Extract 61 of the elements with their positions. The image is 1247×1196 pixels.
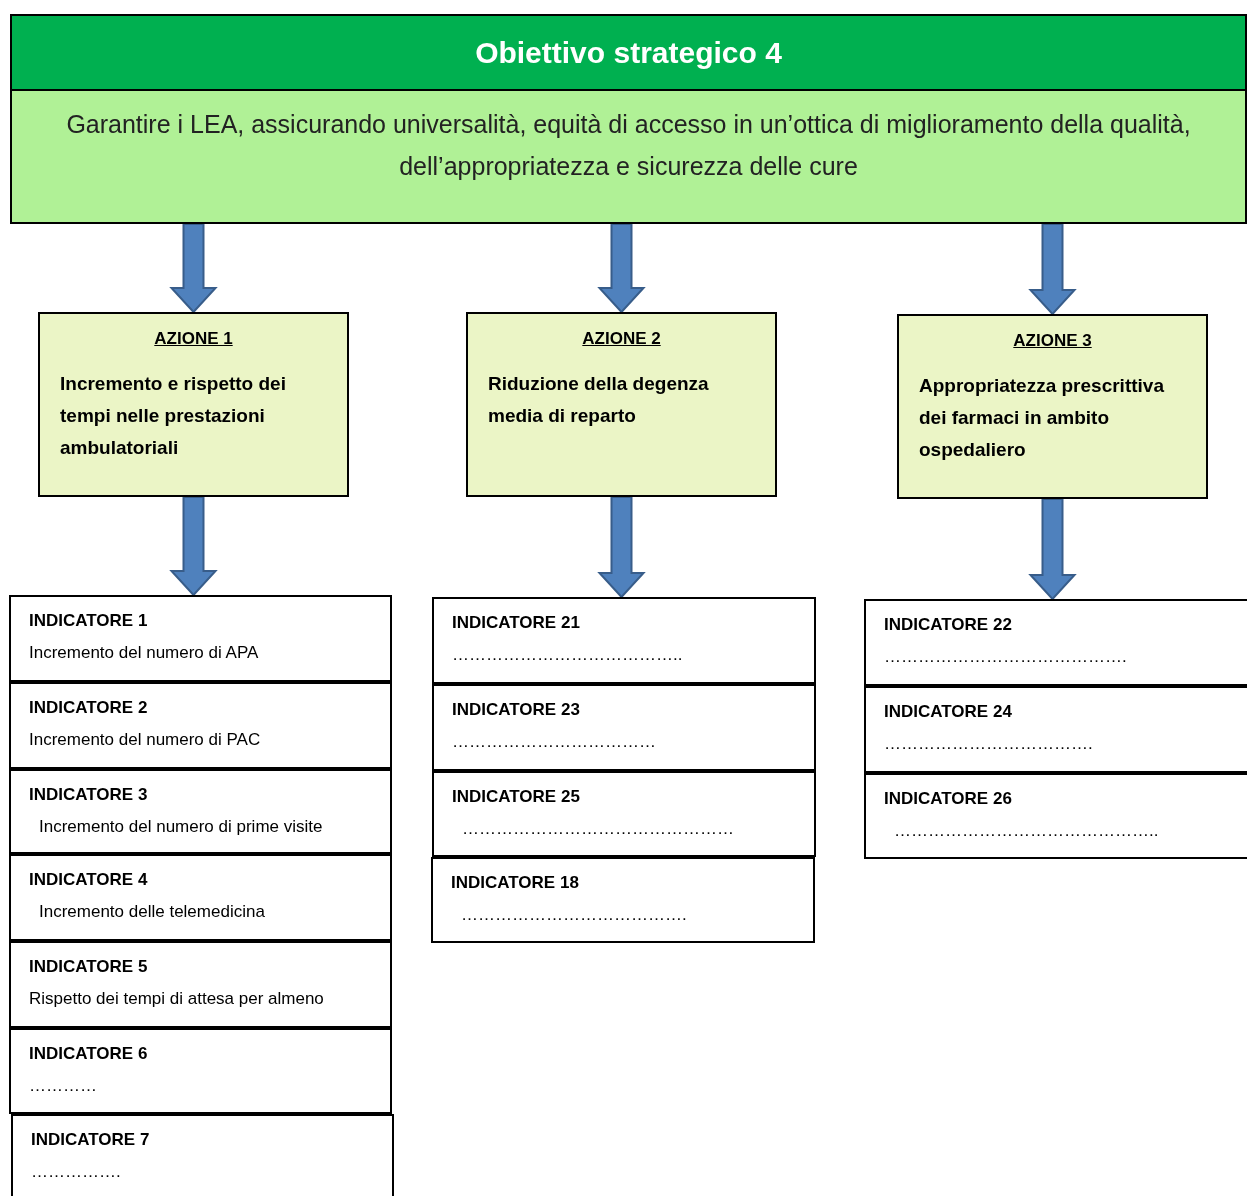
header-band [10, 14, 1247, 91]
indicator-box [432, 684, 816, 771]
indicator-description: Incremento del numero di PAC [29, 728, 261, 751]
indicator-heading: INDICATORE 24 [884, 701, 1012, 723]
indicator-box [431, 857, 815, 943]
action-description: Incremento e rispetto dei tempi nelle prestazioni ambulatoriali [60, 371, 287, 460]
indicator-heading: INDICATORE 3 [29, 784, 148, 806]
indicator-box [864, 773, 1247, 859]
indicator-description: ……………………………………. [884, 645, 1127, 668]
goal-box [10, 91, 1247, 224]
indicator-box [9, 941, 392, 1028]
block-arrow [597, 496, 646, 599]
indicator-description: Rispetto dei tempi di attesa per almeno [29, 987, 324, 1010]
block-arrow [597, 223, 646, 314]
indicator-box [9, 682, 392, 769]
block-arrow [169, 496, 218, 597]
indicator-box [432, 597, 816, 684]
indicator-description: ……………. [31, 1160, 121, 1183]
indicator-box [864, 599, 1247, 686]
indicator-description: Incremento del numero di APA [29, 641, 259, 664]
indicator-description: ………………………………………… [462, 817, 734, 840]
block-arrow [169, 223, 218, 314]
action-heading: AZIONE 2 [582, 328, 661, 350]
indicator-box [9, 595, 392, 682]
action-box [466, 312, 777, 497]
indicator-description: …………………………………. [461, 903, 687, 926]
action-box [897, 314, 1208, 499]
heading-text: Obiettivo strategico 4 [475, 35, 782, 71]
indicator-heading: INDICATORE 23 [452, 699, 580, 721]
indicator-description: ……………………………………….. [894, 819, 1159, 842]
action-box [38, 312, 349, 497]
indicator-heading: INDICATORE 7 [31, 1129, 150, 1151]
indicator-heading: INDICATORE 2 [29, 697, 148, 719]
indicator-heading: INDICATORE 26 [884, 788, 1012, 810]
action-description: Appropriatezza prescrittiva dei farmaci in ambito ospedaliero [919, 373, 1165, 462]
indicator-heading: INDICATORE 6 [29, 1043, 148, 1065]
indicator-box [11, 1114, 394, 1196]
goal-text: Garantire i LEA, assicurando universalità, equità di accesso in un’ottica di miglioramento della qualità, dell’appropriatezza e sicurezza delle cure [65, 109, 1192, 182]
indicator-description: Incremento delle telemedicina [39, 900, 265, 923]
action-heading: AZIONE 3 [1013, 330, 1092, 352]
indicator-description: ………………………………. [884, 732, 1093, 755]
block-arrow [1028, 223, 1077, 316]
indicator-heading: INDICATORE 21 [452, 612, 580, 634]
indicator-box [9, 1028, 392, 1114]
indicator-box [432, 771, 816, 857]
indicator-description: ………… [29, 1074, 97, 1097]
indicator-description: Incremento del numero di prime visite [39, 815, 323, 838]
indicator-heading: INDICATORE 18 [451, 872, 579, 894]
indicator-heading: INDICATORE 4 [29, 869, 148, 891]
indicator-box [864, 686, 1247, 773]
action-heading: AZIONE 1 [154, 328, 233, 350]
block-arrow [1028, 498, 1077, 601]
indicator-description: ………………………………….. [452, 643, 683, 666]
indicator-box [9, 854, 392, 941]
indicator-description: ……………………………… [452, 730, 656, 753]
indicator-heading: INDICATORE 22 [884, 614, 1012, 636]
indicator-heading: INDICATORE 25 [452, 786, 580, 808]
action-description: Riduzione della degenza media di reparto [488, 371, 710, 428]
indicator-heading: INDICATORE 5 [29, 956, 148, 978]
indicator-box [9, 769, 392, 854]
indicator-heading: INDICATORE 1 [29, 610, 148, 632]
